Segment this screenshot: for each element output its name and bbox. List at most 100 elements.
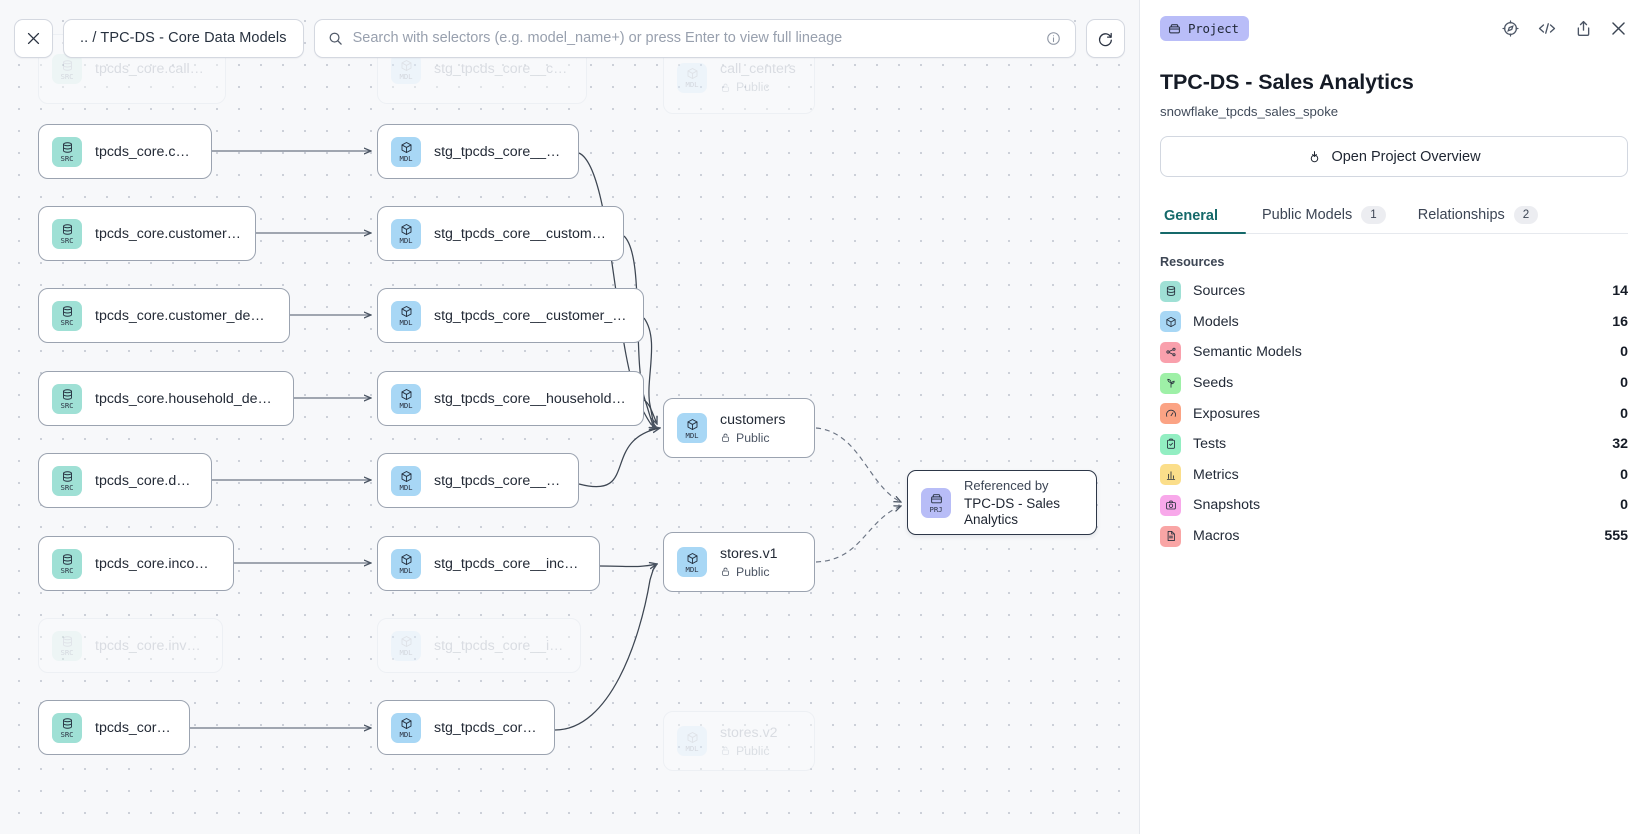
graph-icon [1160, 341, 1181, 363]
panel-actions [1501, 19, 1628, 38]
node-visibility: Public [720, 80, 796, 94]
node-text: tpcds_core.call_center [95, 61, 211, 77]
tab-general[interactable]: General [1160, 208, 1246, 234]
node-text: stg_tpcds_core__income_band [434, 556, 585, 572]
node-label: stores.v2 [720, 724, 778, 741]
node-type-tag: MDL [399, 401, 413, 410]
share-icon[interactable] [1574, 19, 1593, 38]
lineage-node-mdl-stg-household-demographics[interactable]: MDL stg_tpcds_core__household_demogr… [377, 371, 644, 426]
search-bar[interactable] [313, 18, 1076, 58]
info-icon[interactable] [1046, 31, 1061, 46]
node-text: tpcds_core.inventory [95, 638, 208, 654]
search-icon [329, 32, 342, 45]
close-lineage-button[interactable] [14, 18, 53, 58]
clipboard-icon [1160, 433, 1181, 455]
project-identifier: snowflake_tpcds_sales_spoke [1160, 104, 1339, 119]
code-icon[interactable] [1536, 19, 1558, 38]
node-label: stg_tpcds_core__inventory [434, 637, 566, 654]
node-type-tag: SRC [60, 483, 74, 492]
node-type-tag: SRC [60, 401, 74, 410]
node-type-tag: SRC [60, 71, 74, 81]
resource-count: 0 [1620, 405, 1628, 422]
resource-count: 32 [1612, 436, 1628, 453]
lineage-node-src-store[interactable]: SRC tpcds_core.store [38, 700, 190, 755]
src-glyph [61, 140, 74, 155]
close-panel-icon[interactable] [1609, 19, 1628, 38]
node-type-tag: SRC [60, 318, 74, 327]
bars-icon [1160, 464, 1181, 486]
node-type-badge-src: SRC [52, 630, 82, 661]
node-label: stg_tpcds_core__household_demogr… [434, 390, 629, 407]
mdl-glyph [400, 222, 413, 237]
search-input[interactable] [352, 30, 1036, 46]
node-text: stg_tpcds_core__date_dim [434, 473, 564, 489]
node-label: stg_tpcds_core__customer_address [434, 225, 609, 242]
node-label: tpcds_core.customer_address [95, 225, 241, 242]
node-type-tag: SRC [60, 154, 74, 163]
node-type-tag: SRC [60, 566, 74, 575]
lineage-canvas[interactable]: SRCtpcds_core.call_centerSRCtpcds_core.c… [0, 0, 1139, 834]
node-text: tpcds_core.customer_demographics [95, 308, 275, 324]
resource-count: 0 [1620, 344, 1628, 361]
src-glyph [61, 634, 74, 649]
node-type-badge-mdl: MDL [391, 54, 421, 84]
node-type-tag: MDL [399, 648, 413, 657]
node-type-tag: MDL [399, 154, 413, 163]
node-type-badge-prj: PRJ [921, 487, 951, 518]
lineage-node-mdl-stg-date-dim[interactable]: MDL stg_tpcds_core__date_dim [377, 453, 579, 508]
lineage-node-src-inventory: SRC tpcds_core.inventory [38, 618, 223, 673]
node-label: tpcds_core.store [95, 719, 175, 736]
lineage-node-mdl-stg-customer[interactable]: MDL stg_tpcds_core__customer [377, 124, 579, 179]
node-type-tag: MDL [399, 483, 413, 492]
lineage-node-mdl-stg-customer-address[interactable]: MDL stg_tpcds_core__customer_address [377, 206, 624, 261]
lineage-node-mdl-stg-income-band[interactable]: MDL stg_tpcds_core__income_band [377, 536, 600, 591]
node-text: tpcds_core.customer_address [95, 226, 241, 242]
node-label: stores.v1 [720, 545, 778, 562]
node-label: stg_tpcds_core__income_band [434, 555, 585, 572]
project-chip[interactable]: Project [1160, 15, 1249, 41]
node-type-badge-mdl: MDL [391, 383, 421, 414]
src-glyph [61, 552, 74, 567]
lineage-node-mdl-stg-customer-demographics[interactable]: MDLstg_tpcds_core__customer_demogra… [377, 288, 644, 343]
node-type-tag: MDL [399, 236, 413, 245]
node-type-tag: MDL [399, 566, 413, 575]
open-project-overview-button[interactable]: Open Project Overview [1160, 136, 1628, 177]
mdl-glyph [686, 730, 699, 745]
resource-name: Metrics [1193, 466, 1239, 483]
node-text: stg_tpcds_core__customer [434, 144, 564, 160]
node-type-badge-mdl: MDL [391, 300, 421, 331]
compass-icon[interactable] [1501, 19, 1520, 38]
details-panel: Project [1139, 0, 1648, 834]
resource-name: Models [1193, 313, 1239, 330]
lineage-node-src-customer-demographics[interactable]: SRC tpcds_core.customer_demographics [38, 288, 290, 343]
breadcrumb[interactable]: .. / TPC-DS - Core Data Models [63, 18, 304, 58]
node-text: tpcds_core.income_band [95, 556, 219, 572]
briefcase-icon [1169, 23, 1180, 33]
node-type-badge-src: SRC [52, 712, 82, 743]
close-icon [27, 32, 40, 44]
lineage-node-src-income-band[interactable]: SRC tpcds_core.income_band [38, 536, 234, 591]
node-type-badge-src: SRC [52, 300, 82, 331]
node-text: stg_tpcds_core__call_center [434, 61, 572, 77]
refresh-button[interactable] [1086, 18, 1125, 58]
